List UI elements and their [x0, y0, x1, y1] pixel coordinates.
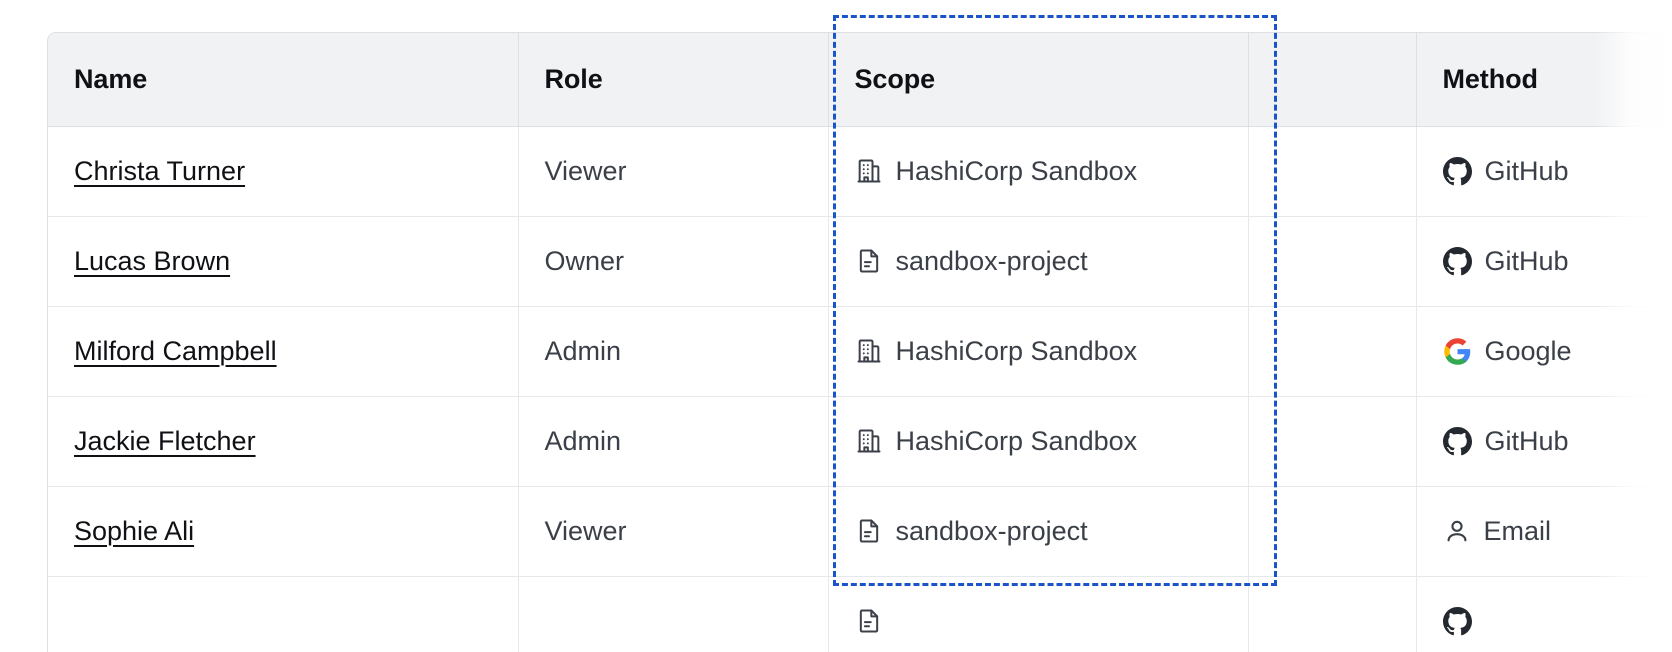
cell-spacer [1248, 126, 1417, 217]
cell-role: Viewer [518, 126, 829, 217]
scope-label: HashiCorp Sandbox [895, 155, 1138, 186]
scope-label: sandbox-project [895, 515, 1088, 546]
user-name-link[interactable]: Jackie Fletcher [74, 425, 256, 456]
organization-icon [855, 427, 883, 455]
cell-method [1416, 576, 1672, 652]
project-document-icon [855, 517, 883, 545]
cell-role: Admin [518, 396, 829, 487]
project-document-icon [855, 247, 883, 275]
table-body: Christa Turner Viewer [48, 126, 1672, 652]
user-icon [1443, 517, 1471, 545]
scope-label: sandbox-project [895, 245, 1088, 276]
github-icon [1442, 156, 1472, 186]
user-name-link[interactable]: Sophie Ali [74, 515, 195, 546]
cell-role: Admin [518, 306, 829, 397]
table-row: Sophie Ali Viewer sa [48, 486, 1672, 577]
cell-role: Owner [518, 216, 829, 307]
cell-name: Sophie Ali [48, 486, 519, 577]
user-name-link[interactable]: Milford Campbell [74, 335, 277, 366]
cell-scope: HashiCorp Sandbox [828, 126, 1249, 217]
column-header-name[interactable]: Name [48, 33, 519, 127]
permissions-table-container: Name Role Scope Method Christa Turner Vi… [47, 32, 1672, 652]
cell-scope: sandbox-project [828, 486, 1249, 577]
cell-role: Viewer [518, 486, 829, 577]
cell-role [518, 576, 829, 652]
cell-spacer [1248, 486, 1417, 577]
method-label: GitHub [1484, 245, 1569, 276]
cell-scope: HashiCorp Sandbox [828, 306, 1249, 397]
organization-icon [855, 337, 883, 365]
table-row: Lucas Brown Owner sa [48, 216, 1672, 307]
table-header: Name Role Scope Method [48, 33, 1672, 127]
cell-name: Christa Turner [48, 126, 519, 217]
cell-scope: sandbox-project [828, 216, 1249, 307]
cell-spacer [1248, 306, 1417, 397]
table-row: Christa Turner Viewer [48, 126, 1672, 217]
cell-scope: HashiCorp Sandbox [828, 396, 1249, 487]
github-icon [1442, 606, 1472, 636]
organization-icon [855, 157, 883, 185]
user-name-link[interactable]: Lucas Brown [74, 245, 231, 276]
method-label: GitHub [1484, 155, 1569, 186]
table-row [48, 576, 1672, 652]
cell-method: Email [1416, 486, 1672, 577]
cell-name: Jackie Fletcher [48, 396, 519, 487]
method-label: Email [1483, 515, 1552, 546]
cell-method: GitHub [1416, 126, 1672, 217]
cell-spacer [1248, 396, 1417, 487]
method-label: Google [1484, 335, 1572, 366]
scope-label: HashiCorp Sandbox [895, 425, 1138, 456]
user-name-link[interactable]: Christa Turner [74, 155, 246, 186]
cell-name [48, 576, 519, 652]
project-document-icon [855, 607, 883, 635]
cell-method: GitHub [1416, 216, 1672, 307]
cell-spacer [1248, 216, 1417, 307]
table-row: Jackie Fletcher Admin [48, 396, 1672, 487]
cell-method: GitHub [1416, 396, 1672, 487]
cell-name: Lucas Brown [48, 216, 519, 307]
table-header-row: Name Role Scope Method [48, 33, 1672, 127]
column-header-method[interactable]: Method [1416, 33, 1672, 127]
github-icon [1442, 246, 1472, 276]
table-row: Milford Campbell Admin [48, 306, 1672, 397]
column-header-scope[interactable]: Scope [828, 33, 1249, 127]
method-label: GitHub [1484, 425, 1569, 456]
github-icon [1442, 426, 1472, 456]
cell-method: Google [1416, 306, 1672, 397]
scope-label: HashiCorp Sandbox [895, 335, 1138, 366]
cell-scope [828, 576, 1249, 652]
cell-name: Milford Campbell [48, 306, 519, 397]
google-icon [1443, 337, 1472, 366]
column-header-role[interactable]: Role [518, 33, 829, 127]
column-header-spacer [1248, 33, 1417, 127]
permissions-table: Name Role Scope Method Christa Turner Vi… [48, 33, 1672, 652]
cell-spacer [1248, 576, 1417, 652]
